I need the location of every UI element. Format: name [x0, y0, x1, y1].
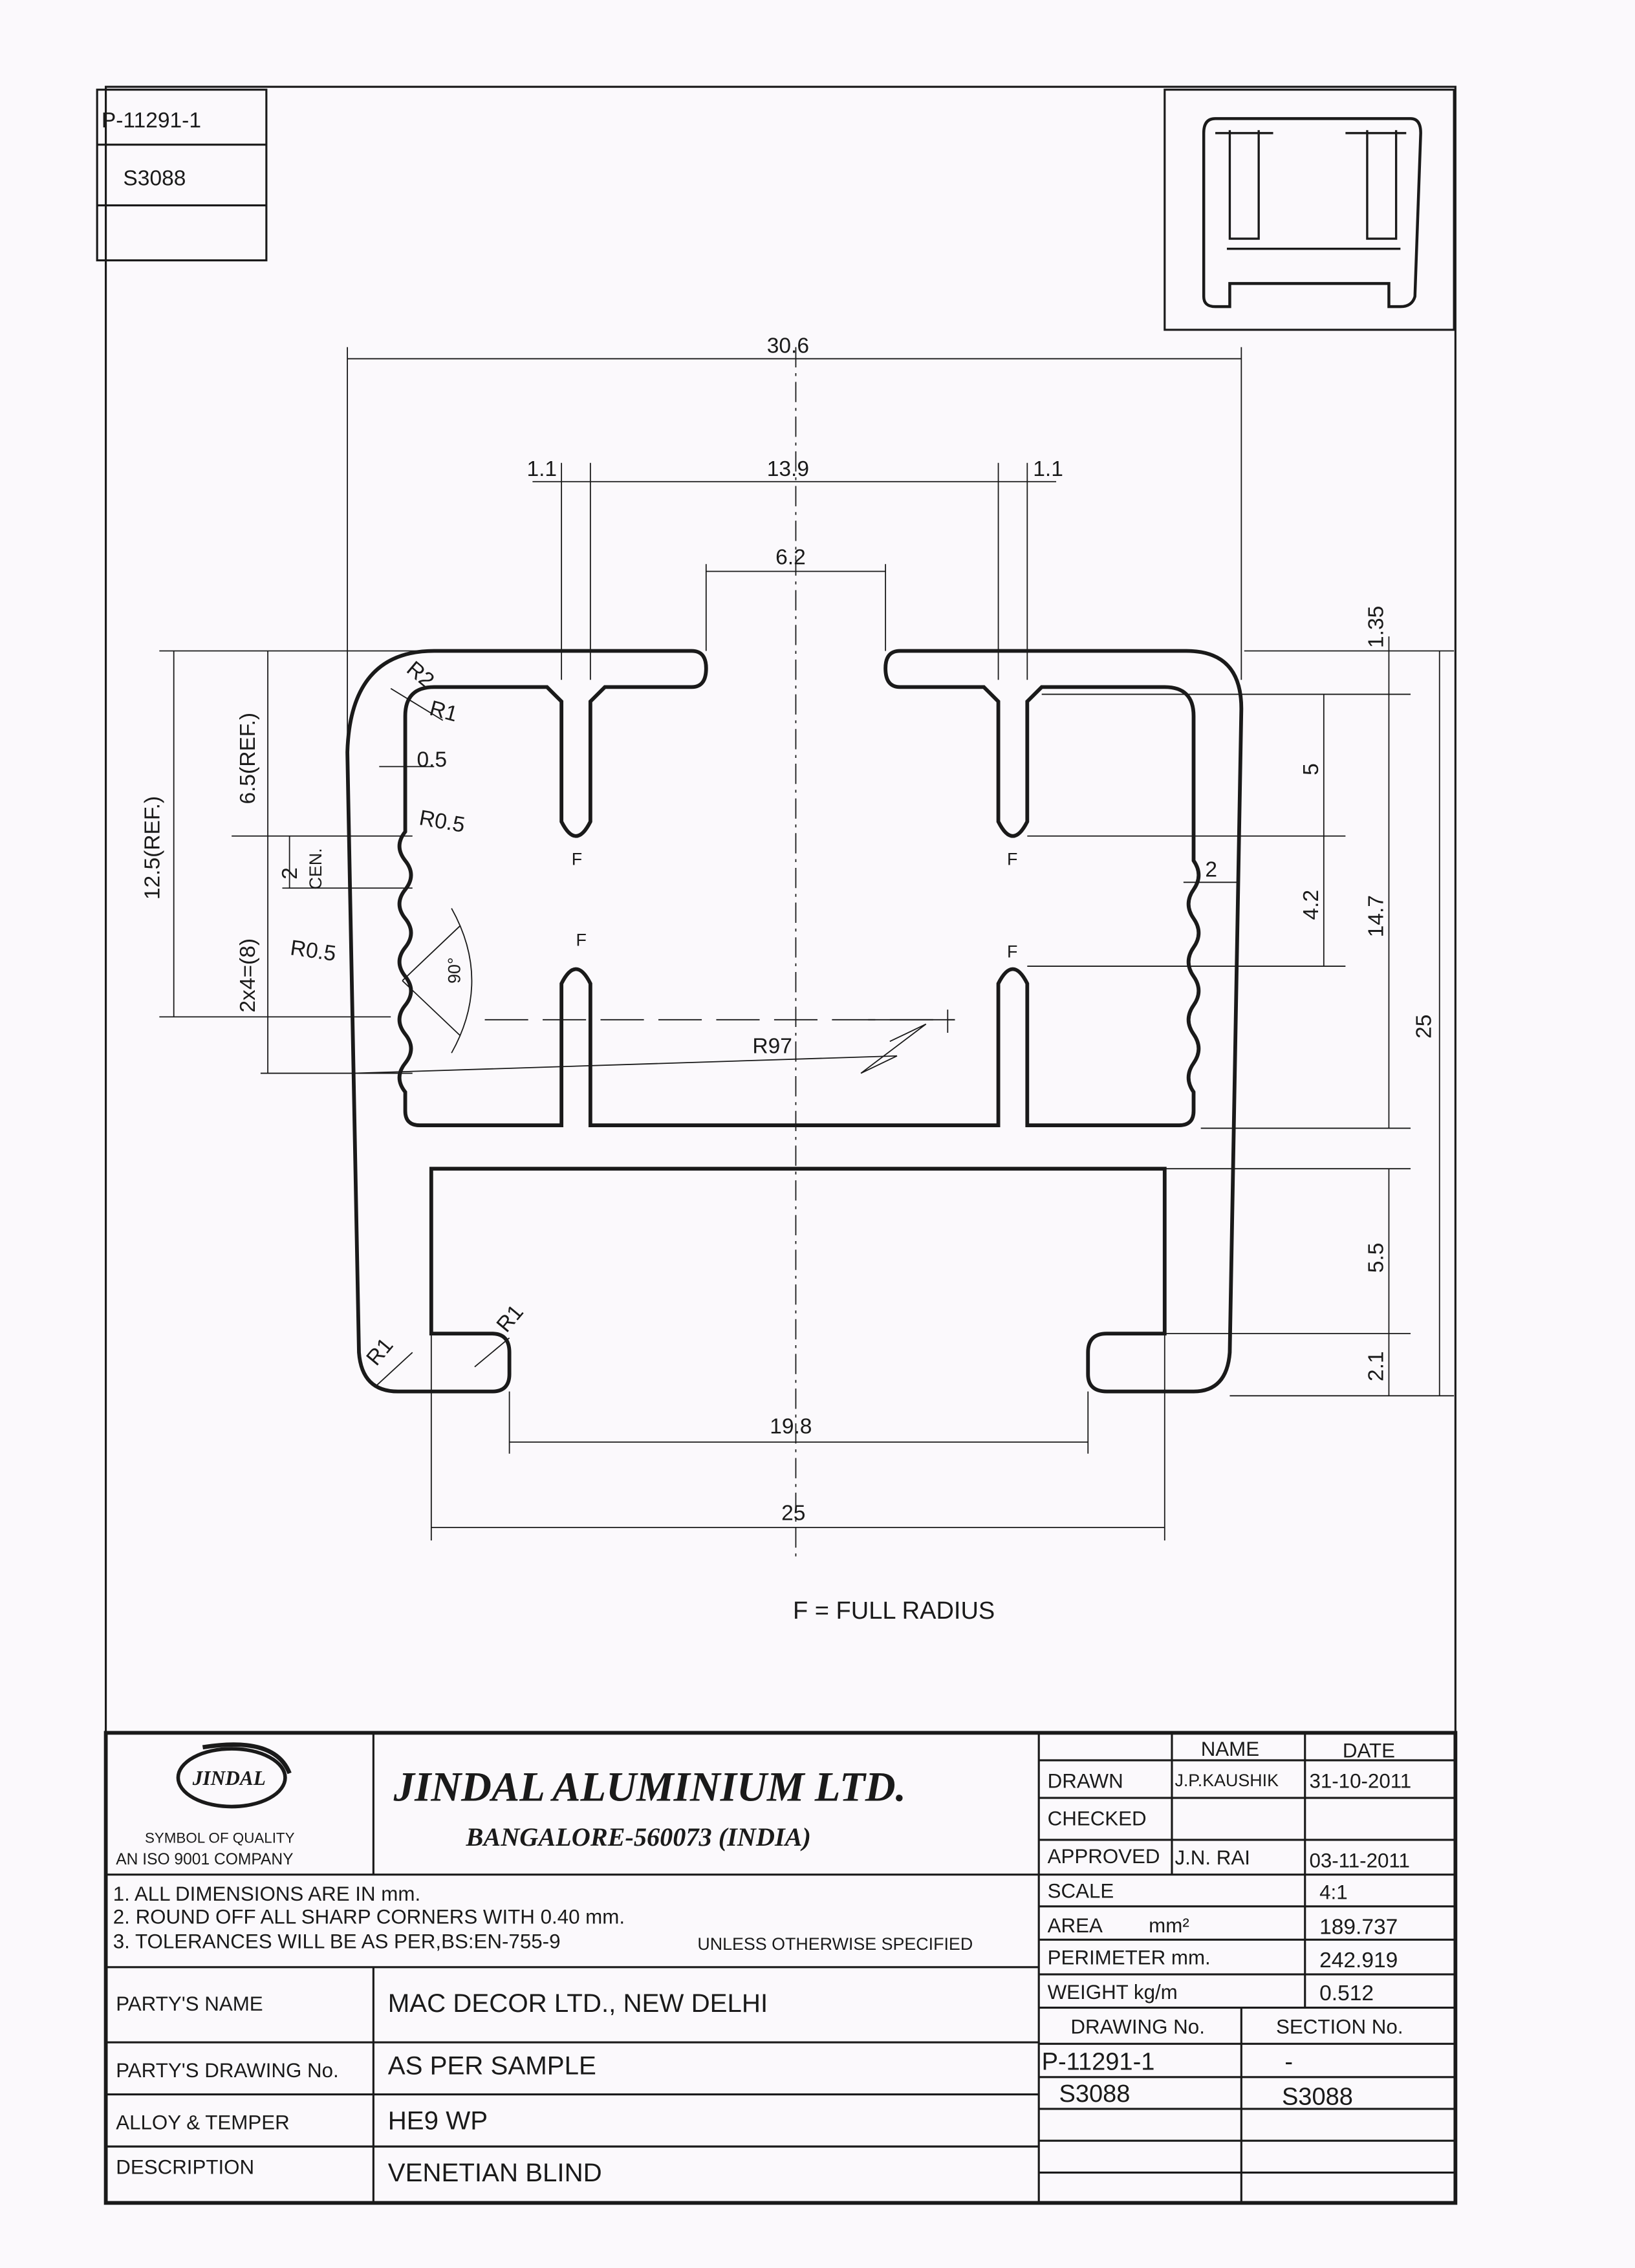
label-r05-top: R0.5 [417, 806, 466, 837]
dim-left-ref-upper: 6.5(REF.) [236, 713, 260, 805]
dim-stem-spacing: 13.9 [767, 457, 809, 481]
label-r05-mid: R0.5 [289, 936, 338, 966]
description-value: VENETIAN BLIND [388, 2158, 602, 2187]
note-3: 3. TOLERANCES WILL BE AS PER,BS:EN-755-9 [113, 1930, 561, 1953]
date-header: DATE [1343, 1739, 1395, 1762]
approved-label: APPROVED [1048, 1845, 1160, 1868]
section-no-2: S3088 [1282, 2083, 1353, 2110]
profile-outline [345, 649, 1244, 1394]
corner-box: P-11291-1 S3088 [96, 89, 268, 262]
dim-top-opening: 6.2 [775, 545, 806, 569]
dim-overall-height: 25 [1412, 1015, 1436, 1039]
drawing-no-2: S3088 [1059, 2080, 1131, 2108]
dim-pitch-note: CEN. [306, 848, 325, 889]
label-r1-top: R1 [427, 697, 460, 727]
logo-caption: AN ISO 9001 COMPANY [116, 1851, 293, 1868]
drawn-name: J.P.KAUSHIK [1175, 1771, 1279, 1790]
scale-label: SCALE [1048, 1879, 1114, 1902]
party-name: MAC DECOR LTD., NEW DELHI [388, 1989, 768, 2018]
dim-serration-count: 2x4=(8) [236, 938, 260, 1013]
company-address: BANGALORE-560073 (INDIA) [466, 1822, 811, 1852]
approved-name: J.N. RAI [1175, 1846, 1250, 1869]
label-angle: 90° [445, 957, 464, 984]
logo-text: JINDAL [192, 1767, 266, 1789]
dimension-lines [159, 347, 1455, 1540]
scale-value: 4:1 [1319, 1881, 1348, 1904]
dim-lower-height: 5.5 [1365, 1243, 1389, 1273]
perimeter-label: PERIMETER mm. [1048, 1946, 1211, 1969]
corner-drawing-no: P-11291-1 [102, 109, 201, 133]
drawing-no-header: DRAWING No. [1070, 2016, 1205, 2038]
full-radius-mark: F [576, 931, 586, 950]
area-unit: mm² [1149, 1914, 1189, 1937]
full-radius-mark: F [572, 849, 582, 869]
label-r97: R97 [752, 1034, 792, 1058]
section-no: - [1284, 2049, 1293, 2076]
note-2: 2. ROUND OFF ALL SHARP CORNERS WITH 0.40… [113, 1906, 625, 1928]
dim-stem-right: 1.1 [1033, 457, 1063, 481]
label-r1-bottom-right: R1 [492, 1301, 528, 1337]
note-suffix: UNLESS OTHERWISE SPECIFIED [697, 1934, 973, 1954]
dim-serration-gap: 4.2 [1299, 890, 1323, 920]
corner-section-no: S3088 [123, 166, 186, 190]
name-header: NAME [1201, 1738, 1259, 1760]
alloy-label: ALLOY & TEMPER [116, 2111, 289, 2133]
alloy-value: HE9 WP [388, 2106, 488, 2135]
dim-left-ref-total: 12.5(REF.) [140, 796, 164, 900]
dim-stem-length: 5 [1299, 763, 1323, 775]
dim-top-thickness: 1.35 [1365, 606, 1389, 648]
label-wall-thickness: 0.5 [417, 748, 447, 772]
area-value: 189.737 [1319, 1915, 1398, 1939]
note-1: 1. ALL DIMENSIONS ARE IN mm. [113, 1883, 420, 1905]
dim-stem-left: 1.1 [526, 457, 557, 481]
logo-caption: SYMBOL OF QUALITY [145, 1830, 295, 1846]
jindal-logo: JINDAL [176, 1742, 292, 1809]
title-block: JINDAL SYMBOL OF QUALITY AN ISO 9001 COM… [103, 1731, 1458, 2205]
perimeter-value: 242.919 [1319, 1949, 1398, 1972]
party-drawing-label: PARTY'S DRAWING No. [116, 2059, 339, 2082]
full-radius-mark: F [1007, 849, 1017, 869]
company-name: JINDAL ALUMINIUM LTD. [393, 1764, 906, 1811]
dimension-labels: 30.6 13.9 1.1 1.1 6.2 19.8 25 1.35 5 4.2… [140, 334, 1436, 1625]
label-r1-bottom-left: R1 [362, 1334, 398, 1370]
weight-value: 0.512 [1319, 1982, 1374, 2005]
drawn-label: DRAWN [1048, 1769, 1123, 1792]
section-no-header: SECTION No. [1276, 2016, 1403, 2038]
full-radius-legend: F = FULL RADIUS [793, 1597, 995, 1625]
weight-label: WEIGHT kg/m [1048, 1981, 1178, 2003]
description-label: DESCRIPTION [116, 2156, 254, 2179]
drawing-no: P-11291-1 [1042, 2049, 1155, 2076]
drawn-date: 31-10-2011 [1309, 1769, 1411, 1792]
profile-thumbnail [1164, 89, 1455, 331]
approved-date: 03-11-2011 [1309, 1849, 1409, 1872]
dim-lip-height: 2.1 [1365, 1351, 1389, 1381]
dim-bottom-opening: 19.8 [770, 1414, 812, 1438]
full-radius-mark: F [1007, 942, 1017, 962]
party-drawing: AS PER SAMPLE [388, 2051, 596, 2080]
area-label: AREA [1048, 1914, 1103, 1937]
dim-bottom-width: 25 [781, 1502, 805, 1526]
checked-label: CHECKED [1048, 1808, 1147, 1830]
dim-serration-depth: 2 [1205, 858, 1217, 881]
dim-overall-width: 30.6 [767, 334, 809, 358]
dim-pitch: 2 [278, 867, 302, 880]
party-name-label: PARTY'S NAME [116, 1993, 263, 2015]
dim-inner-height: 14.7 [1365, 895, 1389, 937]
